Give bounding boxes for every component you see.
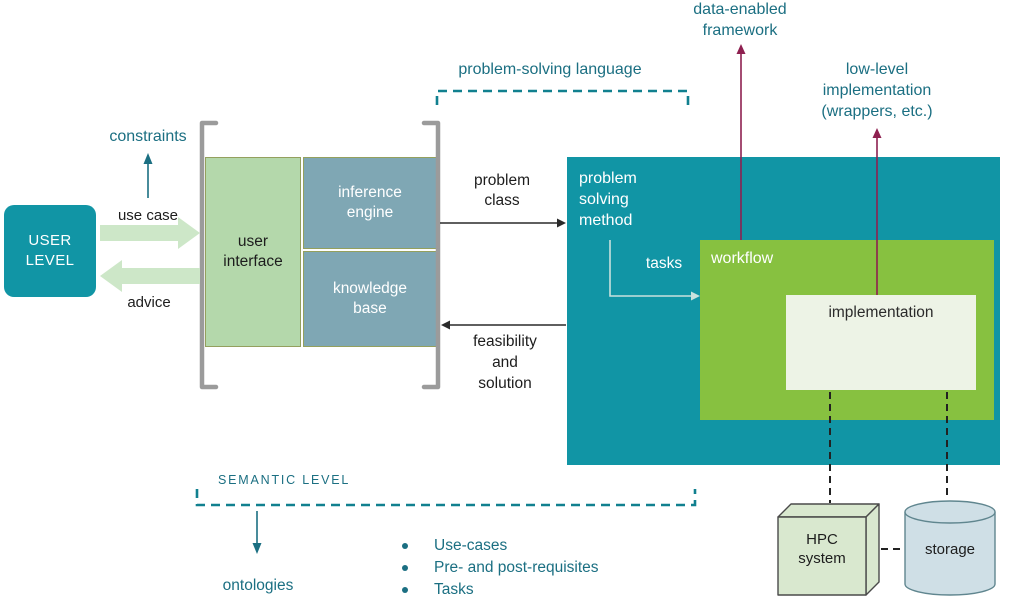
low-level-implementation-label: low-level implementation (wrappers, etc.… — [821, 61, 933, 120]
knowledge-base-box: knowledge base — [303, 251, 437, 347]
data-enabled-arrowhead-icon — [736, 44, 746, 54]
workflow-label: workflow — [711, 250, 774, 267]
tasks-label: tasks — [645, 255, 683, 272]
semantic-level-label: SEMANTIC LEVEL — [218, 473, 351, 487]
semantic-level-bracket-icon — [195, 489, 697, 507]
ontologies-label: ontologies — [222, 577, 294, 594]
user-interface-box: user interface — [205, 157, 301, 347]
user-interface-label: user interface — [223, 233, 283, 270]
inference-engine-label: inference engine — [338, 184, 402, 221]
implementation-box: implementation — [786, 295, 976, 390]
problem-solving-language-label: problem-solving language — [458, 61, 642, 78]
knowledge-base-label: knowledge base — [332, 280, 408, 317]
advice-label: advice — [127, 294, 171, 311]
data-enabled-framework-label: data-enabled framework — [693, 1, 787, 39]
feasibility-arrowhead-icon — [441, 320, 450, 330]
storage-label: storage — [924, 541, 976, 558]
problem-solving-method-label: problem solving method — [579, 170, 637, 229]
bullet-icon — [402, 565, 408, 571]
inference-engine-box: inference engine — [303, 157, 437, 249]
constraints-label: constraints — [109, 128, 187, 145]
bullet-label: Tasks — [434, 581, 474, 598]
bullet-label: Pre- and post-requisites — [434, 559, 599, 576]
ontologies-arrowhead-icon — [252, 543, 262, 554]
list-item: Pre- and post-requisites — [402, 557, 599, 579]
low-level-arrowhead-icon — [872, 128, 882, 138]
feasibility-and-solution-label: feasibility and solution — [473, 333, 537, 392]
user-level-label: USER LEVEL — [25, 232, 75, 269]
hpc-system-label: HPC system — [798, 531, 846, 567]
user-level-box: USER LEVEL — [4, 205, 96, 297]
use-case-label: use case — [117, 207, 179, 224]
semantic-level-bullet-list: Use-cases Pre- and post-requisites Tasks — [402, 535, 599, 600]
problem-class-label: problem class — [474, 172, 530, 209]
advice-arrow-icon — [100, 260, 200, 292]
list-item: Tasks — [402, 579, 599, 600]
constraints-arrowhead-icon — [143, 153, 153, 164]
bullet-icon — [402, 587, 408, 593]
problem-class-arrowhead-icon — [557, 218, 566, 228]
list-item: Use-cases — [402, 535, 599, 557]
problem-solving-language-bracket-icon — [435, 89, 690, 105]
bullet-label: Use-cases — [434, 537, 508, 554]
bullet-icon — [402, 543, 408, 549]
implementation-label: implementation — [828, 304, 934, 321]
